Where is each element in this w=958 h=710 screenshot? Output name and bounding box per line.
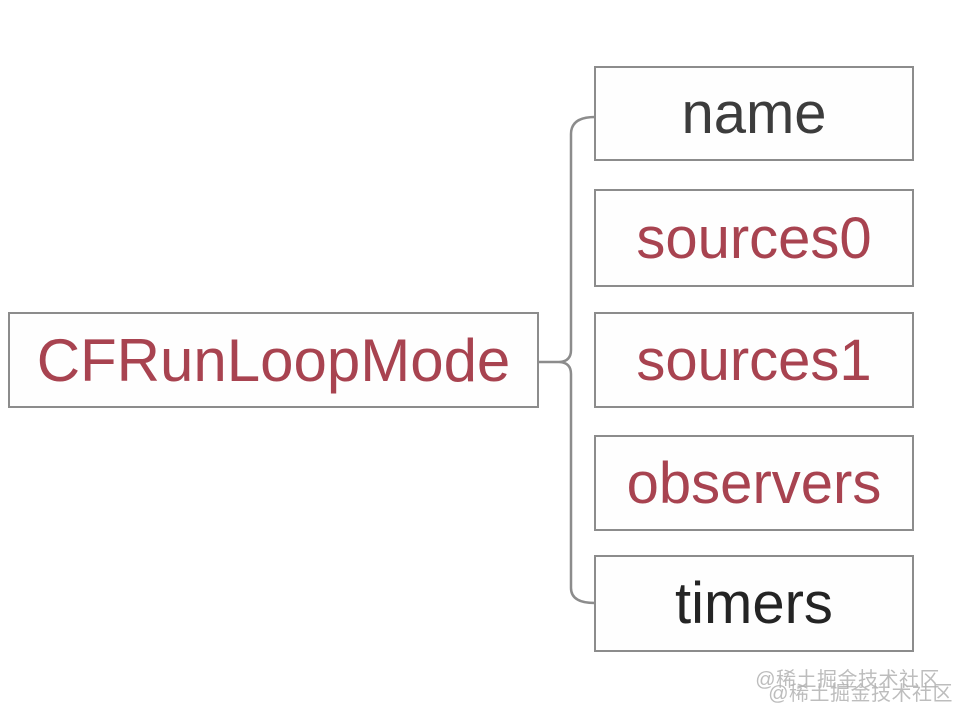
node-timers: timers bbox=[594, 555, 914, 652]
node-sources1-label: sources1 bbox=[636, 327, 872, 393]
node-name-label: name bbox=[681, 81, 827, 146]
node-cfrunloopmode: CFRunLoopMode bbox=[8, 312, 539, 408]
connector-brace bbox=[558, 115, 597, 605]
node-sources1: sources1 bbox=[594, 312, 914, 408]
node-sources0: sources0 bbox=[594, 189, 914, 287]
node-sources0-label: sources0 bbox=[636, 205, 872, 271]
watermark-line1: @稀土掘金技术社区 bbox=[755, 669, 940, 691]
node-observers-label: observers bbox=[626, 450, 882, 516]
node-observers: observers bbox=[594, 435, 914, 531]
watermark-line2: @稀土掘金技术社区 bbox=[768, 683, 953, 705]
node-timers-label: timers bbox=[675, 571, 833, 636]
node-name: name bbox=[594, 66, 914, 161]
node-cfrunloopmode-label: CFRunLoopMode bbox=[36, 326, 511, 394]
